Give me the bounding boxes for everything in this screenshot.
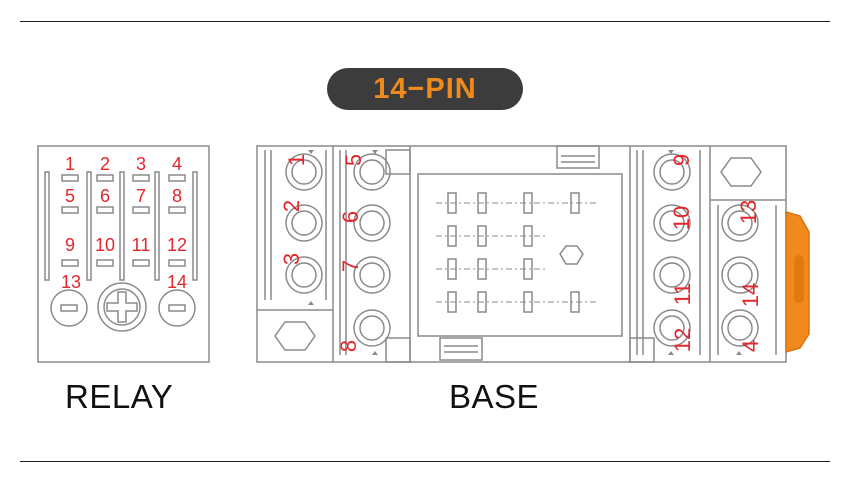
top-divider bbox=[20, 21, 830, 22]
relay-pin-4: 4 bbox=[172, 154, 182, 174]
base-socket-slots bbox=[447, 192, 580, 313]
relay-center-knob bbox=[97, 282, 147, 332]
relay-coil-terminal-13 bbox=[50, 289, 88, 327]
relay-pin-11: 11 bbox=[132, 235, 151, 255]
relay-caption: RELAY bbox=[65, 378, 174, 415]
relay-pin-12: 12 bbox=[167, 235, 187, 255]
base-pin-11: 11 bbox=[670, 283, 695, 306]
relay-contacts bbox=[61, 174, 186, 267]
base-caption: BASE bbox=[449, 378, 540, 415]
relay-pin-14: 14 bbox=[167, 272, 187, 292]
base-diagram bbox=[256, 145, 810, 363]
relay-pin-3: 3 bbox=[136, 154, 146, 174]
relay-pin-13: 13 bbox=[61, 272, 81, 292]
base-socket bbox=[417, 173, 623, 337]
base-pin-9: 9 bbox=[669, 154, 694, 166]
relay-pin-2: 2 bbox=[100, 154, 110, 174]
base-pin-5: 5 bbox=[341, 154, 366, 166]
relay-pin-labels: 1 2 3 4 5 6 7 8 9 10 11 12 13 14 bbox=[61, 154, 187, 292]
base-screw-terminals bbox=[285, 153, 759, 347]
base-pin-labels: 1 5 2 6 3 7 8 9 10 13 11 14 12 4 bbox=[279, 154, 763, 352]
base-pin-13: 13 bbox=[736, 200, 761, 224]
base-hex-nut-left bbox=[274, 321, 316, 351]
base-pin-10: 10 bbox=[669, 206, 694, 230]
bottom-divider bbox=[20, 461, 830, 462]
base-body bbox=[256, 145, 787, 363]
relay-pin-7: 7 bbox=[136, 186, 146, 206]
relay-coil-terminal-14 bbox=[158, 289, 196, 327]
base-hex-nut-right bbox=[720, 157, 762, 187]
base-pin-14: 14 bbox=[738, 283, 763, 307]
relay-body bbox=[37, 145, 210, 363]
base-pin-8: 8 bbox=[336, 340, 361, 352]
base-pin-7: 7 bbox=[338, 260, 363, 272]
relay-diagram bbox=[37, 145, 210, 363]
relay-pin-1: 1 bbox=[65, 154, 75, 174]
relay-pin-5: 5 bbox=[65, 186, 75, 206]
base-pin-1: 1 bbox=[284, 154, 309, 166]
relay-separators bbox=[44, 171, 198, 281]
pin-count-badge: 14−PIN bbox=[327, 68, 523, 110]
base-pin-2: 2 bbox=[279, 200, 304, 212]
base-pin-6: 6 bbox=[338, 211, 363, 223]
relay-pin-8: 8 bbox=[172, 186, 182, 206]
base-pin-4: 4 bbox=[738, 340, 763, 352]
base-pin-3: 3 bbox=[279, 253, 304, 265]
base-center-hex bbox=[559, 245, 584, 265]
relay-pin-10: 10 bbox=[95, 235, 115, 255]
base-pin-12: 12 bbox=[670, 328, 695, 352]
relay-pin-9: 9 bbox=[65, 235, 75, 255]
relay-pin-6: 6 bbox=[100, 186, 110, 206]
